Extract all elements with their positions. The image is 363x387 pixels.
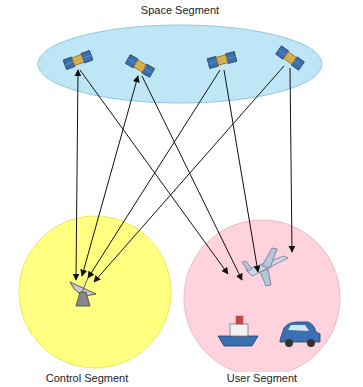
- signal-arrow: [76, 70, 78, 280]
- user-segment: User Segment: [180, 218, 363, 387]
- segment-label: Space Segment: [139, 4, 221, 16]
- signal-arrow: [82, 76, 138, 276]
- user-segment-outline: [180, 218, 363, 387]
- dish-antenna: [70, 278, 96, 306]
- signal-arrow: [142, 76, 242, 280]
- satellite-icons: [63, 46, 304, 77]
- control-segment: Control Segment: [12, 212, 182, 387]
- space-segment-outline: [0, 0, 363, 110]
- segment-label: User Segment: [225, 372, 299, 384]
- space-segment: Space Segment: [0, 0, 363, 110]
- signal-arrow: [88, 70, 220, 278]
- signal-arrow: [290, 68, 292, 252]
- segment-label: Control Segment: [44, 372, 131, 384]
- control-segment-outline: [12, 212, 182, 387]
- signal-arrow: [94, 66, 284, 282]
- signal-arrow: [224, 70, 258, 272]
